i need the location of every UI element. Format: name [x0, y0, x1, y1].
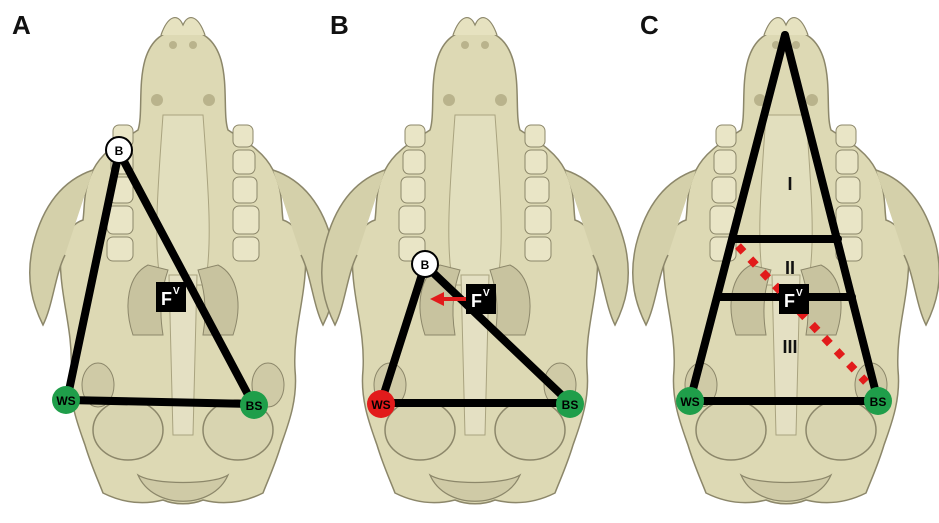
working-node-c: WS: [676, 387, 704, 415]
working-node-a: WS: [52, 386, 80, 414]
balancing-node-c: BS: [864, 387, 892, 415]
bite-node-b: B: [412, 251, 438, 277]
working-label-a: WS: [56, 394, 75, 408]
bite-label-b: B: [421, 258, 430, 272]
panel-letter-b: B: [330, 10, 349, 40]
zone-label-1: I: [787, 174, 792, 194]
force-sup-c: V: [796, 288, 803, 299]
panel-a: A F V B WS BS: [12, 10, 336, 504]
panel-c: C I II III F V WS BS: [633, 10, 939, 504]
balancing-label-c: BS: [870, 395, 887, 409]
balancing-label-a: BS: [246, 399, 263, 413]
force-label-c: F V: [779, 284, 809, 314]
working-label-b: WS: [371, 398, 390, 412]
balancing-label-b: BS: [562, 398, 579, 412]
balancing-node-b: BS: [556, 390, 584, 418]
working-label-c: WS: [680, 395, 699, 409]
balancing-node-a: BS: [240, 391, 268, 419]
panel-letter-a: A: [12, 10, 31, 40]
skull-image-b: [322, 18, 629, 504]
force-main-c: F: [784, 291, 795, 311]
working-node-b: WS: [367, 390, 395, 418]
zone-label-2: II: [785, 258, 795, 278]
bite-node-a: B: [106, 137, 132, 163]
force-main-a: F: [161, 289, 172, 309]
skull-image-a: [30, 18, 337, 504]
zone-label-3: III: [782, 337, 797, 357]
force-sup-b: V: [483, 288, 490, 299]
bite-label-a: B: [115, 144, 124, 158]
force-main-b: F: [471, 291, 482, 311]
force-label-a: F V: [156, 282, 186, 312]
force-sup-a: V: [173, 286, 180, 297]
panel-letter-c: C: [640, 10, 659, 40]
force-label-b: F V: [466, 284, 496, 314]
panel-b: B F V B WS BS: [322, 10, 629, 504]
